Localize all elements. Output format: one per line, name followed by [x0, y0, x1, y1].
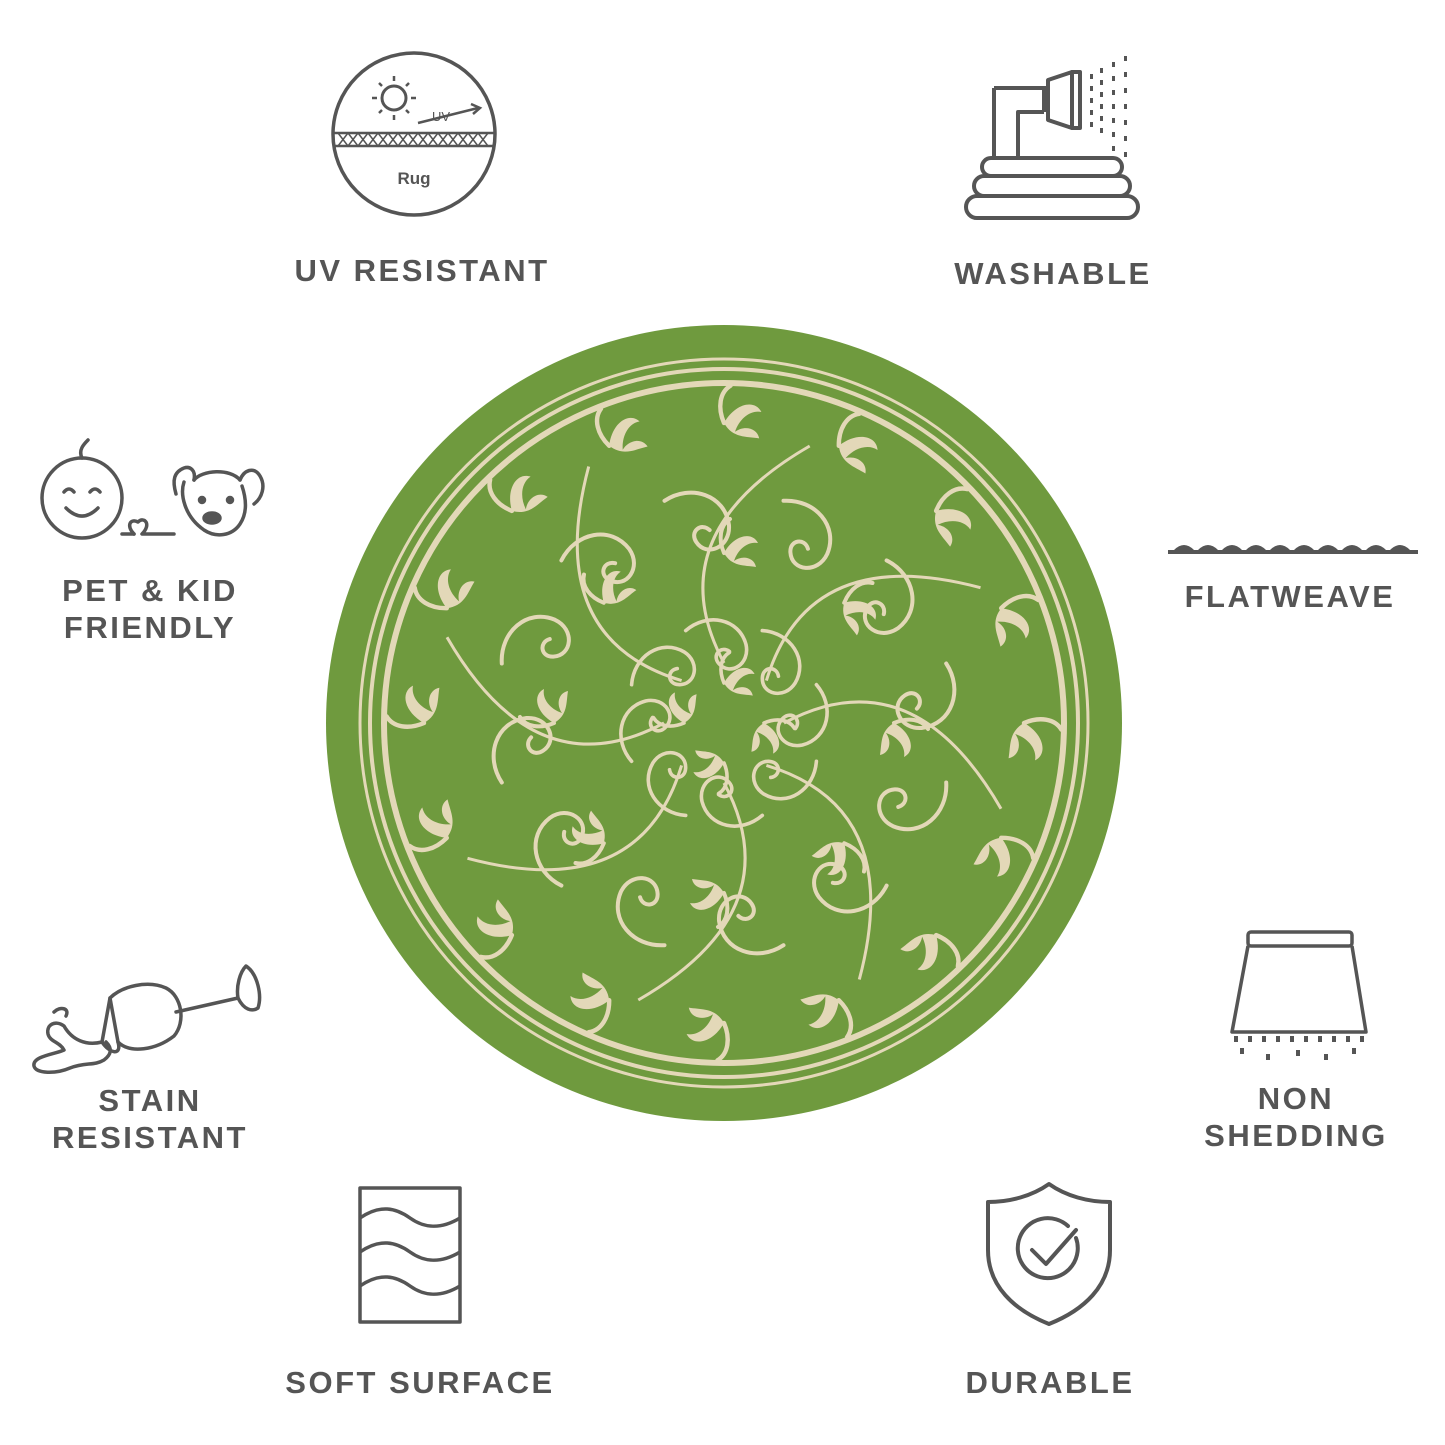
washable-label: WASHABLE — [903, 255, 1203, 292]
spilled-wine-glass-icon — [32, 964, 262, 1074]
rug-mini-label: Rug — [397, 169, 430, 188]
flatweave-label: FLATWEAVE — [1140, 578, 1440, 615]
pet-kid-label: PET & KID FRIENDLY — [0, 572, 300, 646]
hose-spray-icon — [964, 56, 1140, 220]
stain-resistant-label: STAIN RESISTANT — [0, 1082, 300, 1156]
rug-vine — [575, 466, 683, 683]
soft-surface-label: SOFT SURFACE — [260, 1364, 580, 1401]
soft-surface-text: SOFT SURFACE — [285, 1365, 555, 1400]
durable-label: DURABLE — [900, 1364, 1200, 1401]
flatweave-text: FLATWEAVE — [1184, 579, 1396, 614]
pet-kid-line1: PET & KID — [62, 573, 238, 608]
round-green-rug-image — [326, 325, 1122, 1121]
rug-vine — [445, 636, 665, 746]
wavy-layers-icon — [358, 1186, 462, 1324]
washable-text: WASHABLE — [954, 256, 1152, 291]
flatweave-icon — [1168, 545, 1418, 554]
uv-resistant-text: UV RESISTANT — [294, 253, 550, 288]
uv-mini-label: UV — [432, 109, 450, 124]
uv-resistant-label: UV RESISTANT — [262, 252, 582, 289]
rug-vine — [764, 574, 981, 682]
uv-sun-rug-icon: UV Rug — [331, 51, 497, 217]
pet-kid-line2: FRIENDLY — [63, 610, 237, 645]
shield-check-icon — [986, 1182, 1112, 1326]
rug-vine — [783, 700, 1003, 810]
non-shedding-line2: SHEDDING — [1204, 1118, 1388, 1153]
rug-vine — [701, 444, 811, 664]
rug-vine — [637, 782, 747, 1002]
non-shedding-label: NON SHEDDING — [1146, 1080, 1445, 1154]
stain-line1: STAIN — [98, 1083, 202, 1118]
stain-line2: RESISTANT — [52, 1120, 248, 1155]
rug-vine — [467, 764, 684, 872]
durable-text: DURABLE — [965, 1365, 1135, 1400]
baby-dog-icon — [40, 438, 265, 540]
non-shedding-line1: NON — [1257, 1081, 1335, 1116]
rug-fringe-icon — [1230, 930, 1368, 1060]
rug-vine — [765, 763, 873, 980]
